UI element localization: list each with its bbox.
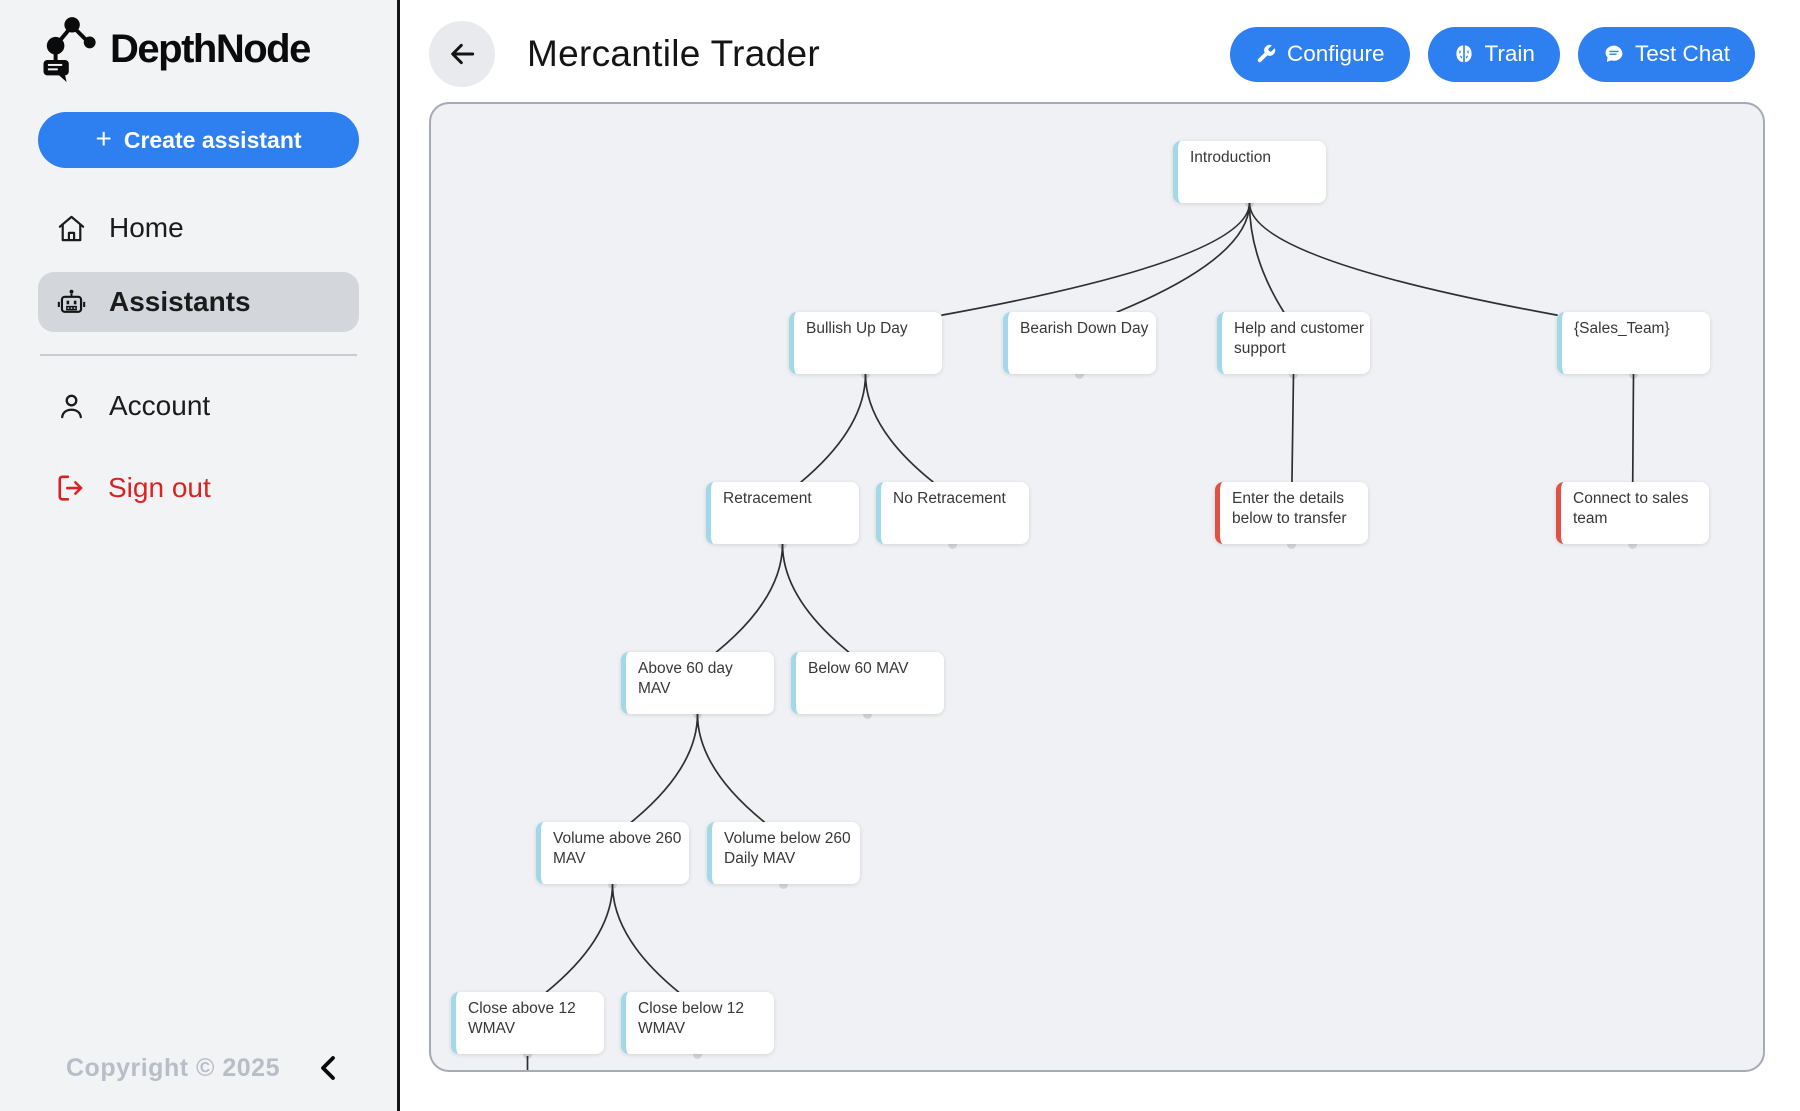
flow-node-connect_sales[interactable]: Connect to sales team: [1556, 482, 1709, 544]
node-handle[interactable]: [1287, 540, 1296, 549]
app-name: DepthNode: [110, 26, 311, 71]
sidebar-item-account[interactable]: Account: [38, 378, 359, 434]
sidebar-item-label: Sign out: [108, 472, 211, 503]
collapse-sidebar-button[interactable]: [311, 1049, 345, 1087]
user-icon: [61, 394, 82, 418]
node-handle[interactable]: [693, 1050, 702, 1059]
node-handle[interactable]: [523, 1050, 532, 1059]
flow-node-vol_below[interactable]: Volume below 260 Daily MAV: [707, 822, 860, 884]
flow-node-close_below[interactable]: Close below 12 WMAV: [621, 992, 774, 1054]
robot-icon: [57, 289, 86, 313]
assistant-header: Mercantile Trader Configure Train: [400, 0, 1800, 102]
copyright-text: Copyright © 2025: [66, 1053, 280, 1082]
flow-edges: [526, 202, 1635, 1070]
flow-node-sales_team[interactable]: {Sales_Team}: [1557, 312, 1710, 374]
flow-edge: [941, 202, 1251, 316]
flow-node-retracement[interactable]: Retracement: [706, 482, 859, 544]
sidebar-nav: Home Assistants Account: [0, 200, 397, 516]
node-handle[interactable]: [863, 710, 872, 719]
flow-node-bearish[interactable]: Bearish Down Day: [1003, 312, 1156, 374]
flow-node-introduction[interactable]: Introduction: [1173, 141, 1326, 203]
sidebar-item-label: Assistants: [109, 286, 251, 317]
flow-edge: [1248, 202, 1558, 316]
flow-edge: [1291, 373, 1295, 483]
flow-node-vol_above[interactable]: Volume above 260 MAV: [536, 822, 689, 884]
flow-edge: [545, 883, 614, 993]
flow-edge: [611, 883, 680, 993]
flow-edge: [1248, 202, 1285, 313]
page-title: Mercantile Trader: [527, 33, 820, 74]
main-content: Mercantile Trader Configure Train: [400, 0, 1800, 1111]
configure-button[interactable]: Configure: [1229, 26, 1410, 82]
flow-node-enter_details[interactable]: Enter the details below to transfer: [1215, 482, 1368, 544]
create-assistant-label: Create assistant: [123, 126, 302, 153]
node-handle[interactable]: [948, 540, 957, 549]
brain-icon: [1455, 45, 1472, 63]
sidebar: DepthNode + Create assistant Home: [0, 0, 400, 1111]
flow-edge: [630, 713, 699, 823]
sidebar-item-label: Home: [109, 212, 184, 243]
flow-node-close_above[interactable]: Close above 12 WMAV: [451, 992, 604, 1054]
flow-node-above_60[interactable]: Above 60 day MAV: [621, 652, 774, 714]
chat-icon: [1605, 45, 1623, 62]
node-handle[interactable]: [1075, 370, 1084, 379]
train-label: Train: [1484, 41, 1535, 66]
header-actions: Configure Train Test Chat: [1229, 26, 1755, 82]
plus-icon: +: [95, 123, 112, 154]
sidebar-item-assistants[interactable]: Assistants: [38, 272, 359, 332]
configure-label: Configure: [1286, 41, 1385, 66]
flow-edge: [1631, 373, 1635, 483]
train-button[interactable]: Train: [1427, 26, 1560, 82]
test-chat-button[interactable]: Test Chat: [1577, 26, 1755, 82]
arrow-left-icon: [451, 43, 475, 65]
flow-edge: [864, 373, 934, 483]
sidebar-item-home[interactable]: Home: [38, 200, 359, 256]
back-button[interactable]: [429, 21, 495, 87]
flow-edge: [696, 713, 766, 823]
logout-icon: [58, 475, 83, 501]
flow-node-bullish[interactable]: Bullish Up Day: [789, 312, 942, 374]
flow-node-below_60[interactable]: Below 60 MAV: [791, 652, 944, 714]
sidebar-item-signout[interactable]: Sign out: [38, 460, 359, 516]
app-logo: DepthNode: [0, 16, 397, 82]
node-handle[interactable]: [779, 880, 788, 889]
sidebar-item-label: Account: [109, 390, 211, 421]
test-chat-label: Test Chat: [1634, 41, 1730, 66]
create-assistant-button[interactable]: + Create assistant: [38, 112, 359, 168]
wrench-icon: [1257, 44, 1276, 63]
flow-edge: [800, 373, 867, 483]
depthnode-logo-icon: [43, 17, 96, 82]
flow-node-no_retracement[interactable]: No Retracement: [876, 482, 1029, 544]
sidebar-divider: [40, 354, 357, 356]
flow-edge: [1116, 202, 1251, 313]
node-handle[interactable]: [1628, 540, 1637, 549]
chevron-left-icon: [321, 1056, 335, 1080]
home-icon: [58, 215, 85, 241]
sidebar-footer: Copyright © 2025: [0, 1049, 397, 1095]
flow-edge: [715, 543, 784, 653]
flow-edge: [781, 543, 850, 653]
flow-node-help[interactable]: Help and customer support: [1217, 312, 1370, 374]
